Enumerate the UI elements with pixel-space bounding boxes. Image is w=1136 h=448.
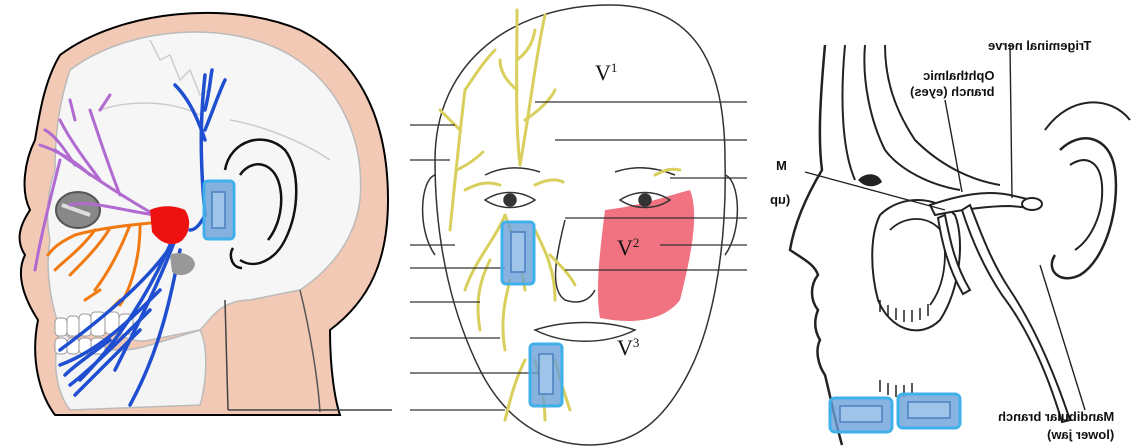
panel-lateral-skull — [0, 0, 392, 448]
frontal-face-illustration: V1 V2 V3 — [405, 0, 760, 448]
lateral-skull-illustration — [0, 0, 392, 448]
label-maxillary-1: M — [776, 158, 787, 173]
label-mandibular: Mandibular branch (lower jaw) — [998, 408, 1114, 444]
eye — [858, 174, 882, 186]
label-trigeminal: Trigeminal nerve — [988, 38, 1091, 53]
panel-frontal-face: V1 V2 V3 — [405, 0, 760, 448]
label-maxillary-2: (up — [770, 192, 790, 207]
panel-trigeminal-profile: Trigeminal nerve Ophthalmic branch (eyes… — [770, 0, 1136, 448]
trigeminal-nerve-trunks — [930, 193, 1070, 422]
face-profile — [790, 45, 842, 445]
label-ophthalmic: Ophthalmic branch (eyes) — [910, 68, 995, 100]
